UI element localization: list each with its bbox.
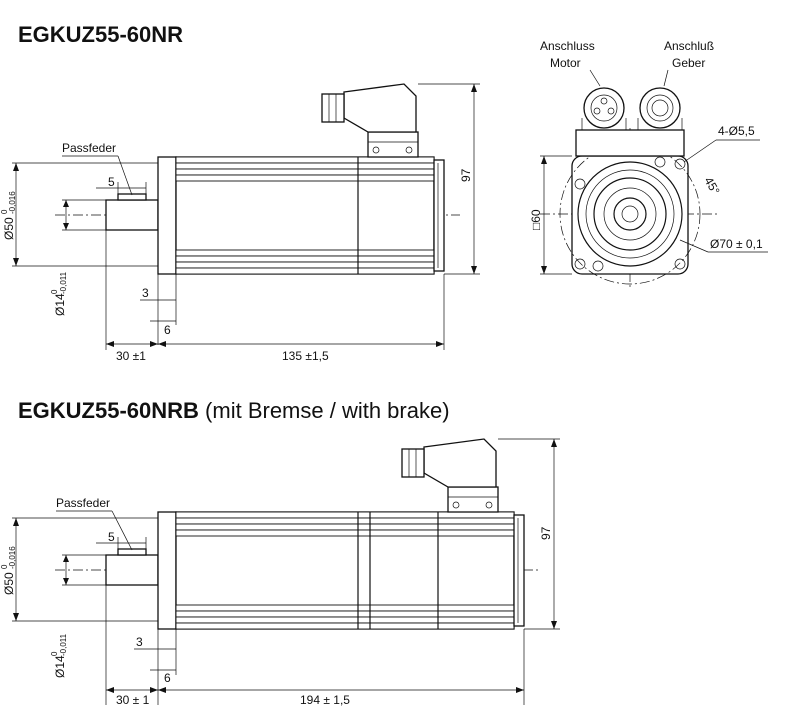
title-nrb: EGKUZ55-60NRB (mit Bremse / with brake) (18, 398, 450, 423)
dim-6-nrb: 6 (164, 671, 171, 685)
svg-text:0: 0 (50, 289, 59, 294)
square-label: □60 (529, 209, 543, 230)
connector-housing (343, 83, 417, 133)
passfeder-label-nrb: Passfeder (56, 496, 110, 510)
motor-connector-label-1: Anschluss (540, 39, 595, 53)
dim-3-nr: 3 (142, 286, 149, 300)
key-width-nr: 5 (108, 175, 115, 189)
connector-housing (423, 438, 497, 488)
shaft-dia-nrb: Ø14 (53, 655, 67, 678)
height-label-nr: 97 (459, 168, 473, 182)
end-cap (513, 514, 525, 627)
end-cap (433, 159, 445, 272)
angle-label: 45° (701, 175, 722, 198)
height-label-nrb: 97 (539, 526, 553, 540)
mount-hole (574, 178, 586, 190)
svg-text:-0,011: -0,011 (59, 633, 68, 656)
side-view-nr (55, 83, 460, 275)
connector-plug (321, 93, 345, 123)
passfeder-label-nr: Passfeder (62, 141, 116, 155)
shaft (105, 554, 159, 586)
svg-text:0: 0 (0, 209, 9, 214)
connector-block (575, 129, 685, 157)
svg-text:-0,011: -0,011 (59, 271, 68, 294)
bolt-circle-label: Ø70 ± 0,1 (710, 237, 763, 251)
dim-3-nrb: 3 (136, 635, 143, 649)
flange (157, 156, 177, 275)
front-square-flange (571, 155, 689, 275)
mount-hole (674, 258, 686, 270)
shaft (105, 199, 159, 231)
body-len-nr: 135 ±1,5 (282, 349, 329, 363)
key-width-nrb: 5 (108, 530, 115, 544)
motor-connector-label-2: Motor (550, 56, 581, 70)
flange (157, 511, 177, 630)
side-view-nrb (55, 438, 540, 630)
flange-dia-nrb: Ø50 (2, 572, 16, 595)
encoder-connector-label-2: Geber (672, 56, 705, 70)
encoder-connector-icon (639, 87, 681, 129)
dimensions-nr: 97 Ø50 0 -0,016 Ø14 0 -0,011 Passfeder 5… (0, 83, 480, 363)
shaft-len-nrb: 30 ± 1 (116, 693, 150, 707)
flange-dia-nr: Ø50 (2, 217, 16, 240)
svg-text:0: 0 (50, 651, 59, 656)
connector-plug (401, 448, 425, 478)
mount-hole (574, 258, 586, 270)
title-nr: EGKUZ55-60NR (18, 22, 183, 47)
svg-text:0: 0 (0, 564, 9, 569)
motor-connector-icon (583, 87, 625, 129)
shaft-dia-nr: Ø14 (53, 293, 67, 316)
key (117, 548, 147, 556)
encoder-connector-label-1: Anschluß (664, 39, 714, 53)
body-len-nrb: 194 ± 1,5 (300, 693, 350, 707)
shaft-len-nr: 30 ±1 (116, 349, 146, 363)
svg-text:-0,016: -0,016 (8, 191, 17, 214)
mount-hole (674, 158, 686, 170)
holes-label: 4-Ø5,5 (718, 124, 755, 138)
svg-text:-0,016: -0,016 (8, 546, 17, 569)
front-view: Anschluss Motor Anschluß Geber 4-Ø5,5 45… (529, 39, 768, 290)
dim-6-nr: 6 (164, 323, 171, 337)
dimensions-nrb: 97 Ø50 0 -0,016 Ø14 0 -0,011 Passfeder 5… (0, 438, 560, 707)
